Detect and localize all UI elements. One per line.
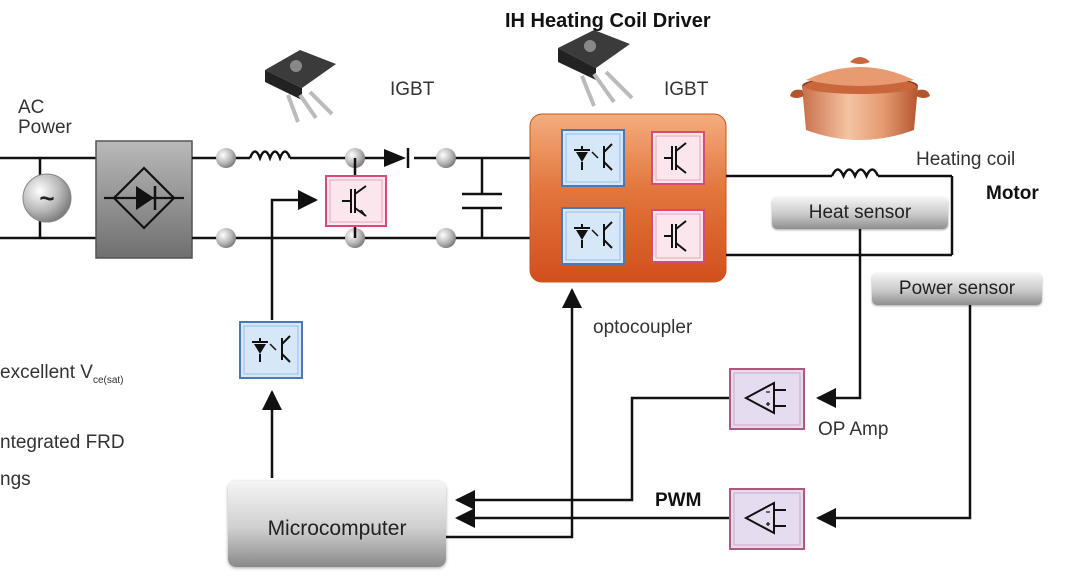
note-vce-sat: excellent Vce(sat) <box>0 362 124 386</box>
igbt-icon <box>651 209 705 263</box>
ac-power-line2: Power <box>18 117 72 138</box>
op-amp-label: OP Amp <box>818 419 889 440</box>
igbt-package-right-icon <box>558 30 634 107</box>
note-ratings: ngs <box>0 469 31 490</box>
driver-module <box>529 113 727 283</box>
note-vce-sub: ce(sat) <box>92 374 124 386</box>
igbt-label-left: IGBT <box>390 79 435 100</box>
coil-wiring <box>726 174 954 257</box>
optocoupler-icon <box>561 207 625 265</box>
ac-source: ~ <box>0 156 97 240</box>
pwm-label: PWM <box>655 490 702 511</box>
note-integrated-frd: ntegrated FRD <box>0 432 125 453</box>
control-wiring <box>262 190 972 539</box>
bridge-rectifier <box>95 140 193 259</box>
optocoupler-icon <box>561 129 625 187</box>
heat-sensor: Heat sensor <box>772 197 948 229</box>
microcomputer: Microcomputer <box>228 481 446 567</box>
igbt-package-left-icon <box>265 50 336 123</box>
heating-coil-label: Heating coil <box>916 149 1016 170</box>
op-amp-icon <box>729 368 805 430</box>
power-sensor: Power sensor <box>872 273 1042 305</box>
ac-source-icon <box>22 173 72 223</box>
igbt-label-right: IGBT <box>664 79 709 100</box>
pwm-amp-icon <box>729 488 805 550</box>
boost-diode-icon <box>384 148 410 168</box>
ac-power-line1: AC <box>18 97 45 118</box>
cooking-pot-icon <box>790 57 930 140</box>
inductor-icon <box>248 150 292 162</box>
ac-symbol: ~ <box>39 183 54 213</box>
pfc-igbt-icon <box>325 158 387 238</box>
ac-power-label: AC Power <box>18 98 72 138</box>
pfc-optocoupler-icon <box>239 321 303 379</box>
motor-label: Motor <box>986 183 1039 204</box>
dc-rails <box>192 156 540 240</box>
diode-icon <box>136 186 154 210</box>
igbt-icon <box>651 131 705 185</box>
diagram-title: IH Heating Coil Driver <box>505 10 711 32</box>
note-vce-main: excellent V <box>0 362 93 383</box>
heating-coil-icon <box>830 168 880 180</box>
optocoupler-label: optocoupler <box>593 317 693 338</box>
